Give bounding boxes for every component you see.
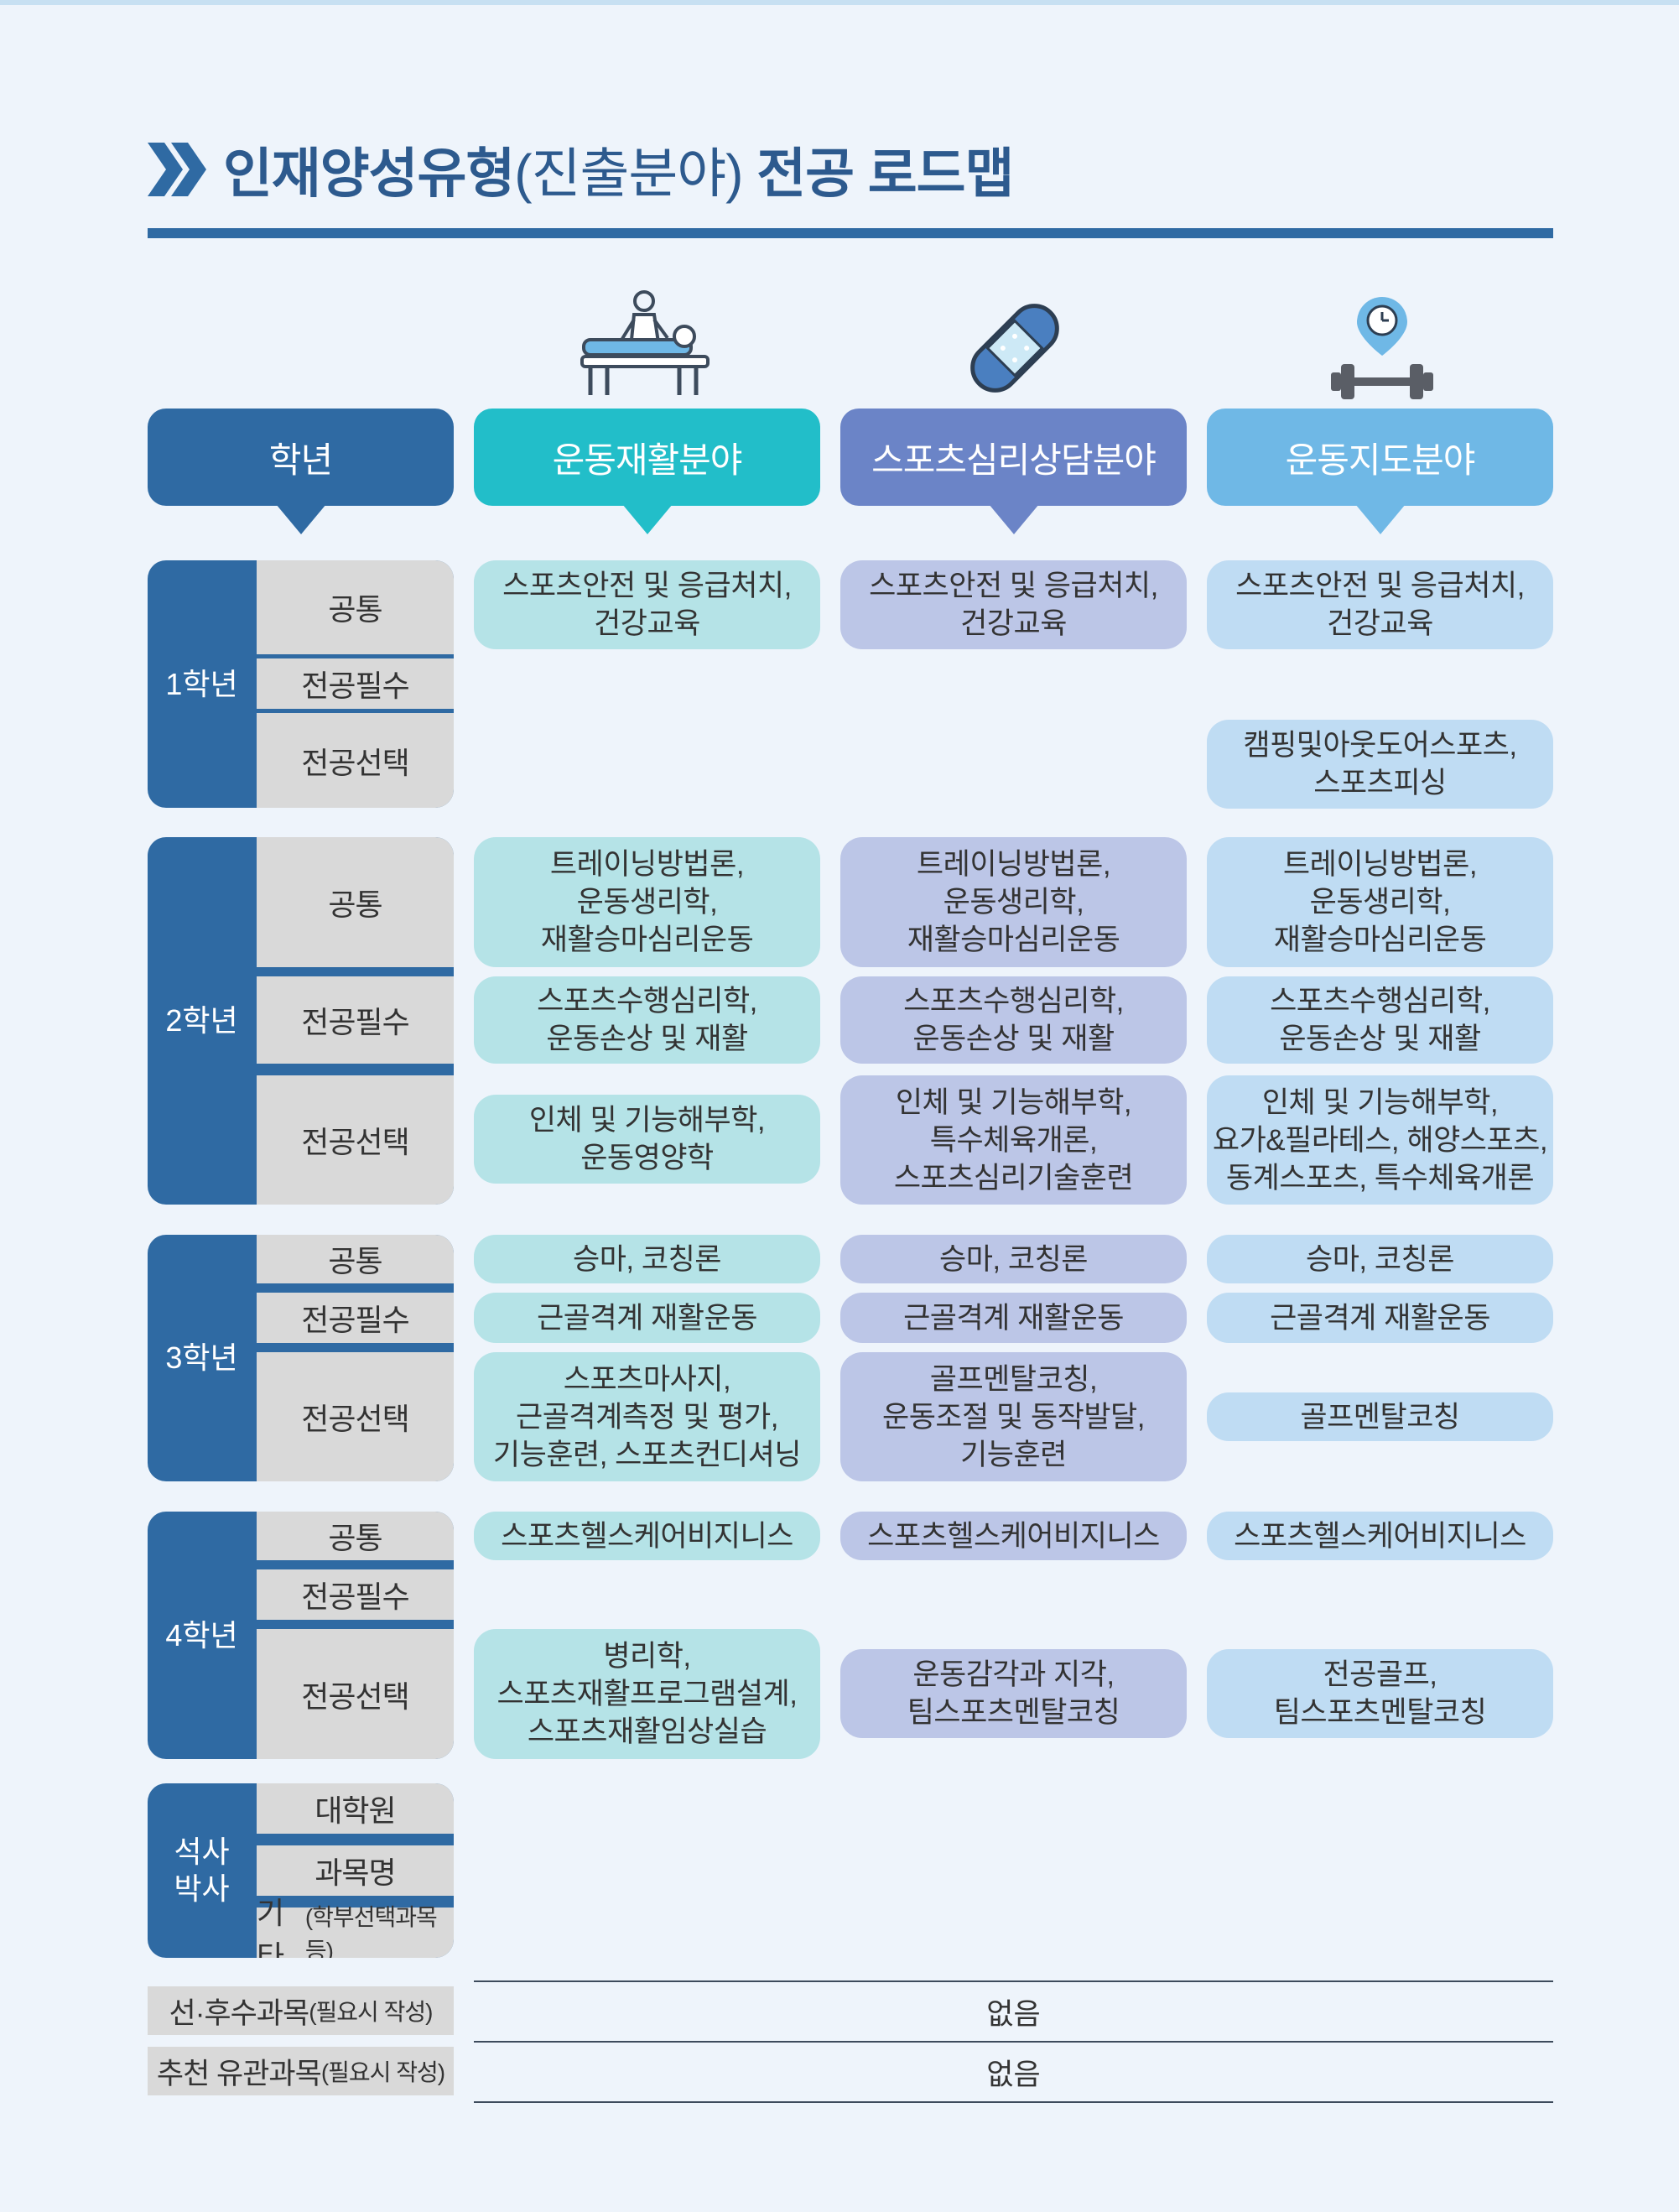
- row-label: 대학원: [257, 1783, 454, 1834]
- title-paren: (진출분야): [514, 143, 743, 204]
- year-2-block: 2학년 공통 전공필수 전공선택: [148, 837, 454, 1205]
- course-cell: 전공골프, 팀스포츠멘탈코칭: [1207, 1649, 1553, 1738]
- course-cell: 스포츠헬스케어비지니스: [1207, 1512, 1553, 1560]
- recommended-label: 추천 유관과목(필요시 작성): [148, 2047, 454, 2095]
- course-cell: 스포츠수행심리학, 운동손상 및 재활: [1207, 976, 1553, 1064]
- course-cell: 골프멘탈코칭: [1207, 1392, 1553, 1441]
- divider: [474, 2041, 1553, 2043]
- top-border: [0, 0, 1679, 5]
- row-label: 전공선택: [257, 1629, 454, 1759]
- year-label: 석사 박사: [174, 1835, 230, 1906]
- course-cell: 캠핑및아웃도어스포츠, 스포츠피싱: [1207, 720, 1553, 809]
- bandage-icon: [970, 304, 1059, 393]
- course-cell: 트레이닝방법론, 운동생리학, 재활승마심리운동: [474, 837, 820, 967]
- course-cell: 스포츠마사지, 근골격계측정 및 평가, 기능훈련, 스포츠컨디셔닝: [474, 1352, 820, 1481]
- title-rule: [148, 228, 1553, 238]
- course-cell: 근골격계 재활운동: [474, 1293, 820, 1343]
- course-cell: 트레이닝방법론, 운동생리학, 재활승마심리운동: [1207, 837, 1553, 967]
- course-cell: 승마, 코칭론: [474, 1235, 820, 1283]
- row-label: 전공필수: [257, 658, 454, 709]
- year-4-block: 4학년 공통 전공필수 전공선택: [148, 1512, 454, 1759]
- row-label: 전공필수: [257, 1293, 454, 1343]
- course-cell: 스포츠헬스케어비지니스: [840, 1512, 1187, 1560]
- row-label: 공통: [257, 1235, 454, 1283]
- course-cell: 스포츠안전 및 응급처치, 건강교육: [1207, 560, 1553, 649]
- page-title: 인재양성유형(진출분야) 전공 로드맵: [148, 136, 1014, 204]
- header-counseling: 스포츠심리상담분야: [840, 409, 1187, 534]
- course-cell: 스포츠헬스케어비지니스: [474, 1512, 820, 1560]
- title-tail: 전공 로드맵: [756, 143, 1014, 204]
- course-cell: 스포츠안전 및 응급처치, 건강교육: [474, 560, 820, 649]
- year-label: 4학년: [165, 1617, 238, 1652]
- row-label: 과목명: [257, 1845, 454, 1896]
- row-label: 전공선택: [257, 713, 454, 808]
- prerequisite-value: 없음: [986, 1997, 1041, 2031]
- course-cell: 인체 및 기능해부학, 특수체육개론, 스포츠심리기술훈련: [840, 1075, 1187, 1205]
- year-label: 1학년: [165, 666, 238, 701]
- row-label: 전공선택: [257, 1075, 454, 1205]
- double-chevron-icon: [148, 143, 208, 196]
- year-1-block: 1학년 공통 전공필수 전공선택: [148, 560, 454, 808]
- course-cell: 트레이닝방법론, 운동생리학, 재활승마심리운동: [840, 837, 1187, 967]
- course-cell: 인체 및 기능해부학, 요가&필라테스, 해양스포츠, 동계스포츠, 특수체육개…: [1207, 1075, 1553, 1205]
- header-grade: 학년: [148, 409, 454, 534]
- course-cell: 인체 및 기능해부학, 운동영양학: [474, 1095, 820, 1184]
- course-cell: 스포츠수행심리학, 운동손상 및 재활: [840, 976, 1187, 1064]
- header-rehab: 운동재활분야: [474, 409, 820, 534]
- course-cell: 운동감각과 지각, 팀스포츠멘탈코칭: [840, 1649, 1187, 1738]
- row-label: 전공필수: [257, 976, 454, 1064]
- course-cell: 근골격계 재활운동: [840, 1293, 1187, 1343]
- row-label: 공통: [257, 837, 454, 967]
- year-label: 3학년: [165, 1340, 238, 1375]
- divider: [474, 2101, 1553, 2103]
- row-label: 전공필수: [257, 1569, 454, 1620]
- row-label: 공통: [257, 1512, 454, 1560]
- course-cell: 승마, 코칭론: [1207, 1235, 1553, 1283]
- year-label: 2학년: [165, 1003, 238, 1038]
- row-label: 기타(학부선택과목 등): [257, 1896, 454, 1958]
- course-cell: 스포츠수행심리학, 운동손상 및 재활: [474, 976, 820, 1064]
- dumbbell-timer-icon: [1331, 297, 1433, 399]
- massage-therapy-icon: [580, 290, 710, 395]
- prerequisite-label: 선·후수과목(필요시 작성): [148, 1986, 454, 2035]
- divider: [474, 1980, 1553, 1982]
- course-cell: 근골격계 재활운동: [1207, 1293, 1553, 1343]
- row-label: 공통: [257, 560, 454, 654]
- title-main: 인재양성유형: [223, 143, 515, 204]
- course-cell: 골프멘탈코칭, 운동조절 및 동작발달, 기능훈련: [840, 1352, 1187, 1481]
- recommended-value: 없음: [986, 2058, 1041, 2091]
- course-cell: 스포츠안전 및 응급처치, 건강교육: [840, 560, 1187, 649]
- year-3-block: 3학년 공통 전공필수 전공선택: [148, 1235, 454, 1481]
- row-label: 전공선택: [257, 1352, 454, 1481]
- header-coaching: 운동지도분야: [1207, 409, 1553, 534]
- course-cell: 승마, 코칭론: [840, 1235, 1187, 1283]
- graduate-block: 석사 박사 대학원 과목명 기타(학부선택과목 등): [148, 1783, 454, 1958]
- course-cell: 병리학, 스포츠재활프로그램설계, 스포츠재활임상실습: [474, 1629, 820, 1759]
